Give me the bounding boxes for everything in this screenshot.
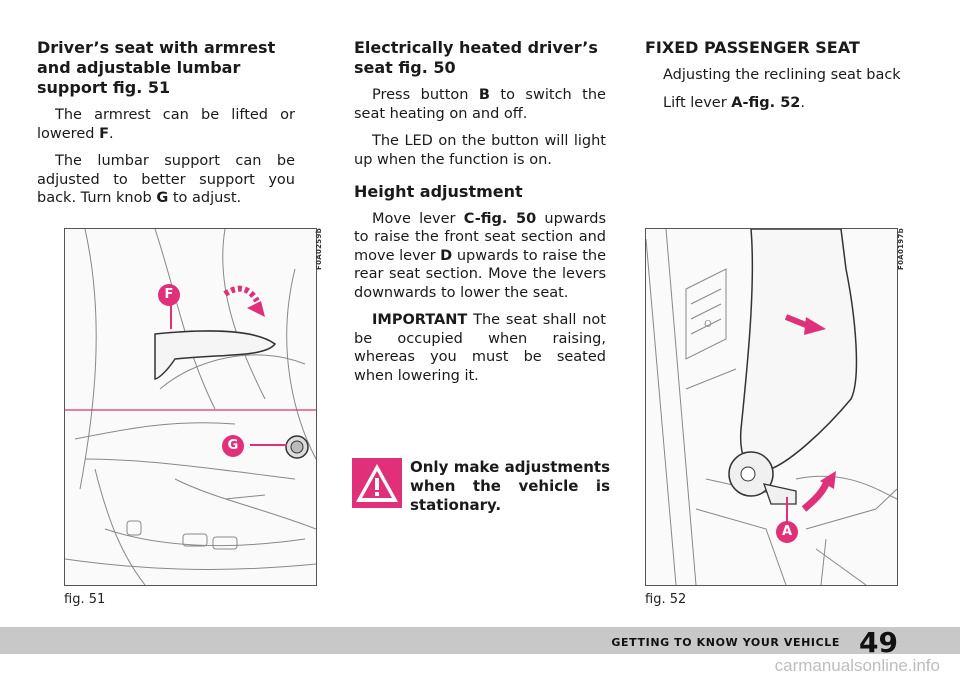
seat-armrest-illustration xyxy=(65,229,316,585)
figure-code-52: F0A0197b xyxy=(897,228,905,270)
warning-text: Only make adjustments when the vehicle i… xyxy=(410,458,610,514)
column-1: Driver’s seat with armrest and adjustabl… xyxy=(37,38,295,217)
paragraph-reclining: Adjusting the reclining seat back xyxy=(663,67,901,83)
paragraph-important: IMPORTANT The seat shall not be occupied… xyxy=(354,312,606,384)
section-heading-passenger-seat: FIXED PASSENGER SEAT xyxy=(645,38,860,57)
column-2: Electrically heated driver’s seat fig. 5… xyxy=(354,38,606,394)
caption-fig-51: fig. 51 xyxy=(64,592,106,607)
svg-text:O: O xyxy=(704,319,712,330)
section-heading-armrest: Driver’s seat with armrest and adjustabl… xyxy=(37,38,276,97)
footer-section-title: GETTING TO KNOW YOUR VEHICLE xyxy=(611,636,840,649)
callout-g: G xyxy=(222,435,244,457)
callout-f: F xyxy=(158,284,180,306)
footer-bar xyxy=(0,627,960,654)
passenger-seat-lever-illustration: O xyxy=(646,229,897,585)
warning-note: Only make adjustments when the vehicle i… xyxy=(352,458,610,514)
figure-51: F G xyxy=(64,228,317,586)
subheading-height-adjustment: Height adjustment xyxy=(354,182,523,201)
warning-triangle-icon xyxy=(352,458,402,508)
paragraph-lift-lever: Lift lever A-fig. 52. xyxy=(663,94,805,111)
column-3: FIXED PASSENGER SEAT Adjusting the recli… xyxy=(645,38,905,121)
paragraph-heating-button: Press button B to switch the seat heatin… xyxy=(354,87,606,122)
section-heading-heated-seat: Electrically heated driver’s seat fig. 5… xyxy=(354,38,598,77)
watermark: carmanualsonline.info xyxy=(774,656,940,675)
paragraph-lumbar: The lumbar support can be adjusted to be… xyxy=(37,153,295,206)
paragraph-armrest: The armrest can be lifted or lowered F. xyxy=(37,107,295,142)
caption-fig-52: fig. 52 xyxy=(645,592,687,607)
figure-52: O A xyxy=(645,228,898,586)
paragraph-height-levers: Move lever C-fig. 50 upwards to raise th… xyxy=(354,210,607,301)
callout-a: A xyxy=(776,521,798,543)
page-number: 49 xyxy=(859,626,898,659)
figure-code-51: F0A0259b xyxy=(315,228,323,270)
paragraph-led: The LED on the button will light up when… xyxy=(354,133,606,168)
